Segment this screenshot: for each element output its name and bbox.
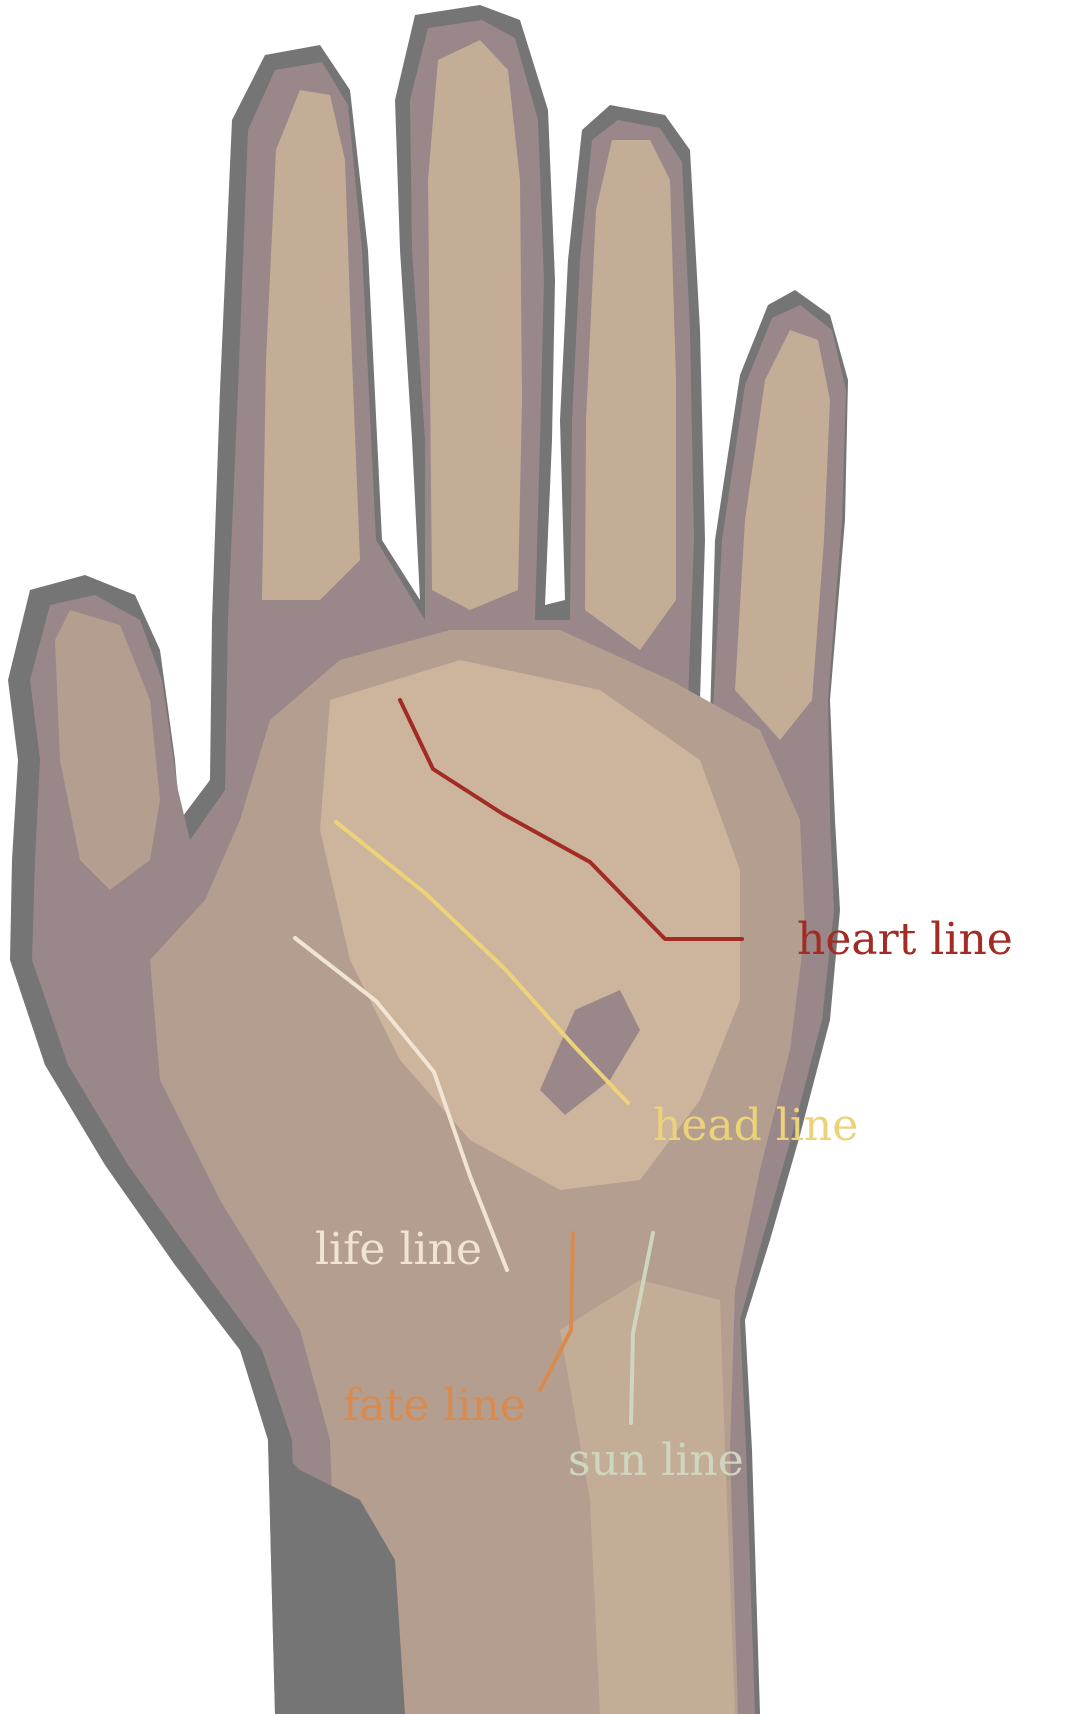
fate-line [538,1231,575,1392]
palm-lines [293,698,744,1425]
life-line [293,936,509,1272]
index-finger-highlight [262,90,360,600]
lower-palm-highlight [320,660,740,1190]
fate-line-label: fate line [343,1380,526,1431]
palm-crease-shadow [540,990,640,1115]
sun-line [629,1231,655,1425]
heart-line-label: heart line [797,914,1013,965]
life-line-label: life line [315,1224,482,1275]
ring-finger-highlight [585,140,676,650]
middle-finger-highlight [428,40,522,610]
line-labels: heart line head line life line fate line… [315,914,1013,1486]
sun-line-label: sun line [568,1435,744,1486]
little-finger-highlight [735,330,830,740]
wrist-highlight [560,1280,735,1714]
head-line [334,820,630,1105]
head-line-label: head line [653,1100,858,1151]
heart-line [398,698,744,941]
wrist-shadow-patch [268,1440,405,1714]
thumb-highlight [55,610,160,890]
